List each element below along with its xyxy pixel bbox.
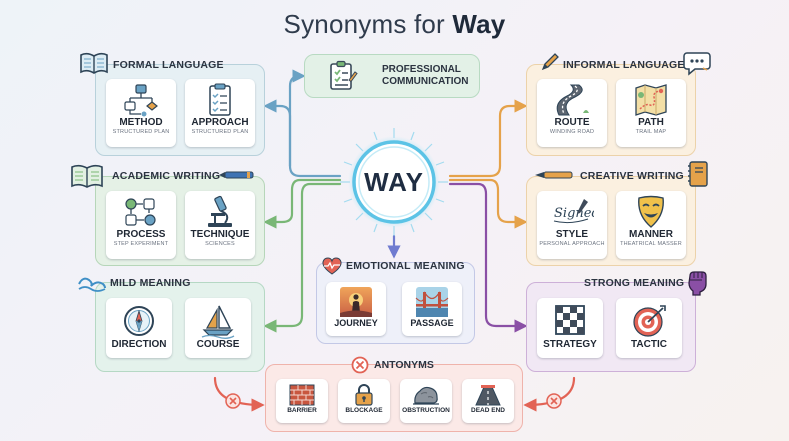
card-label: TACTIC <box>631 339 667 350</box>
synonym-card-passage: PASSAGE <box>402 282 462 336</box>
pencil-icon <box>541 53 559 71</box>
synonym-card-route: ROUTE WINDING ROAD <box>537 79 607 147</box>
sailboat-icon <box>201 305 235 339</box>
svg-text:Signed: Signed <box>554 206 594 221</box>
speech-bubble-icon <box>683 52 711 76</box>
cancel-marker-right <box>546 393 562 409</box>
pen-icon <box>219 171 254 179</box>
card-label: MANNER <box>629 229 673 240</box>
heartbeat-icon <box>322 257 342 275</box>
card-label: TECHNIQUE <box>190 229 250 240</box>
dead-end-road-icon <box>475 385 501 406</box>
formal-language-title: FORMAL LANGUAGE <box>113 59 224 71</box>
card-label: PATH <box>638 117 664 128</box>
trail-map-icon <box>635 84 667 116</box>
center-way-label: WAY <box>364 167 424 197</box>
wave-icon <box>78 277 106 292</box>
card-sublabel: WINDING ROAD <box>549 129 595 135</box>
card-sublabel: TRAIL MAP <box>635 129 667 135</box>
antonym-card-blockage: BLOCKAGE <box>338 379 390 423</box>
strong-meaning-title: STRONG MEANING <box>584 277 685 289</box>
flowchart-icon <box>124 84 158 117</box>
creative-writing-title: CREATIVE WRITING <box>580 170 684 182</box>
antonyms-title: ANTONYMS <box>374 359 434 371</box>
synonym-card-manner: MANNER THEATRICAL MASSER <box>616 191 686 259</box>
center-way-node: WAY <box>336 128 452 236</box>
compass-icon <box>124 306 154 336</box>
card-sublabel: THEATRICAL MASSER <box>620 241 682 247</box>
card-label: APPROACH <box>191 117 249 128</box>
open-book-icon <box>80 52 108 74</box>
fountain-pen-icon <box>535 171 573 179</box>
fist-icon <box>688 271 707 296</box>
clipboard-checklist-icon <box>330 60 358 90</box>
card-label: BLOCKAGE <box>345 407 383 414</box>
card-sublabel: SCIENCES <box>205 241 235 247</box>
synonym-card-approach: APPROACH STRUCTURED PLAN <box>185 79 255 147</box>
bridge-icon <box>415 287 449 317</box>
cancel-marker-left <box>225 393 241 409</box>
card-sublabel: STRUCTURED PLAN <box>112 129 170 135</box>
glow-ring-icon <box>340 128 448 236</box>
synonym-card-strategy: STRATEGY <box>537 298 603 358</box>
antonym-card-dead-end: DEAD END <box>462 379 514 423</box>
synonym-card-method: METHOD STRUCTURED PLAN <box>106 79 176 147</box>
card-label: PASSAGE <box>410 318 454 328</box>
academic-writing-title: ACADEMIC WRITING <box>112 170 221 182</box>
antonym-card-obstruction: OBSTRUCTION <box>400 379 452 423</box>
card-label: OBSTRUCTION <box>402 407 450 414</box>
card-sublabel: STRUCTURED PLAN <box>191 129 249 135</box>
brick-wall-icon <box>289 384 315 406</box>
card-label: DEAD END <box>471 407 505 414</box>
synonym-card-path: PATH TRAIL MAP <box>616 79 686 147</box>
synonym-card-technique: TECHNIQUE SCIENCES <box>185 191 255 259</box>
mild-meaning-title: MILD MEANING <box>110 277 191 289</box>
card-label: BARRIER <box>287 407 317 414</box>
signature-icon: Signed <box>553 199 594 224</box>
informal-language-title: INFORMAL LANGUAGE <box>563 59 685 71</box>
chessboard-icon <box>555 305 585 335</box>
card-label: PROCESS <box>116 229 166 240</box>
card-label: METHOD <box>119 117 163 128</box>
card-label: COURSE <box>196 339 240 350</box>
card-label: JOURNEY <box>334 318 378 328</box>
card-label: STYLE <box>555 229 589 240</box>
padlock-icon <box>355 384 373 406</box>
card-sublabel: PERSONAL APPROACH <box>539 241 605 247</box>
emotional-meaning-title: EMOTIONAL MEANING <box>346 260 465 272</box>
theater-mask-icon <box>638 195 664 228</box>
synonym-card-journey: JOURNEY <box>326 282 386 336</box>
notebook-icon <box>688 161 708 187</box>
boulder-icon <box>413 386 439 405</box>
synonym-card-style: Signed STYLE PERSONAL APPROACH <box>537 191 607 259</box>
page-title: Synonyms for Way <box>283 9 506 39</box>
clipboard-icon <box>209 83 231 116</box>
target-icon <box>633 305 666 337</box>
winding-road-icon <box>556 84 589 116</box>
process-steps-icon <box>125 198 156 226</box>
synonym-card-process: PROCESS STEP EXPERIMENT <box>106 191 176 259</box>
antonym-card-barrier: BARRIER <box>276 379 328 423</box>
traveler-sunset-icon <box>340 287 372 317</box>
synonym-card-course: COURSE <box>185 298 251 358</box>
book-pen-icon <box>71 164 103 188</box>
cross-circle-icon <box>351 356 369 374</box>
synonym-card-direction: DIRECTION <box>106 298 172 358</box>
card-label: DIRECTION <box>111 339 167 350</box>
microscope-icon <box>208 195 232 227</box>
card-sublabel: STEP EXPERIMENT <box>113 241 169 247</box>
synonym-card-tactic: TACTIC <box>616 298 682 358</box>
card-label: ROUTE <box>554 117 590 128</box>
card-label: STRATEGY <box>543 339 597 350</box>
